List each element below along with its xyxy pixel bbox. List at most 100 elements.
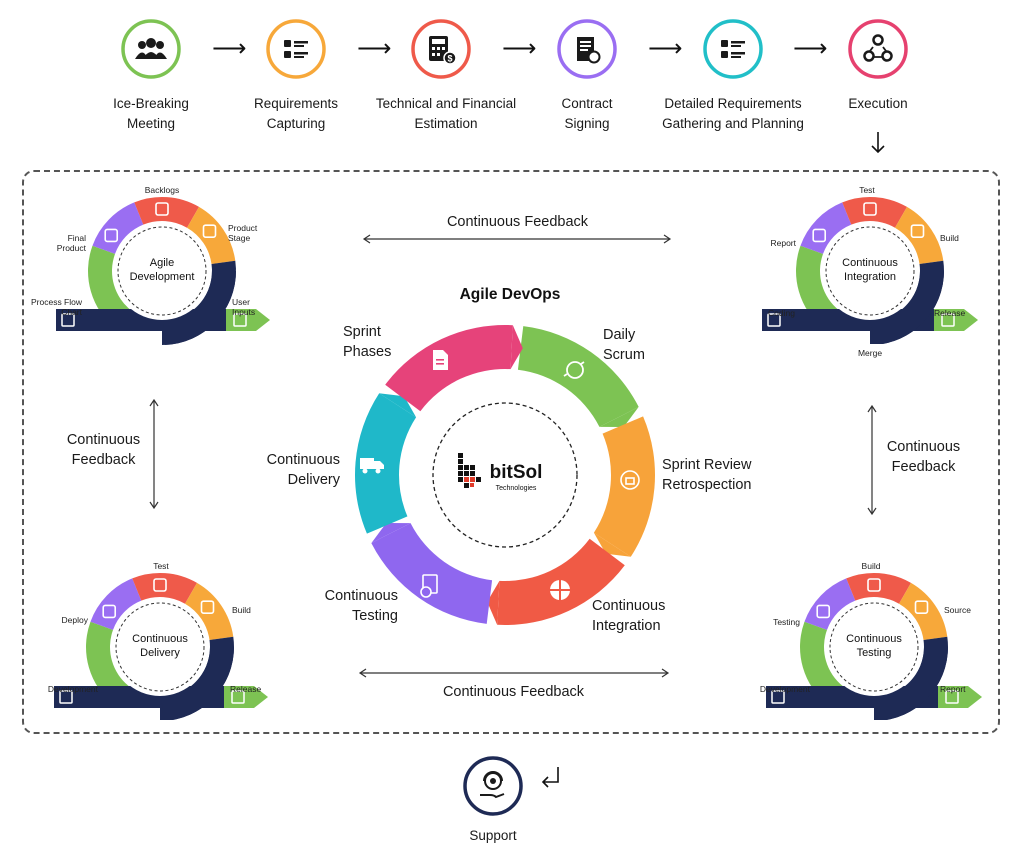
loop-inner-disc bbox=[113, 222, 211, 320]
wheel-segment-testing bbox=[371, 523, 493, 624]
calculator-icon: $ bbox=[411, 19, 471, 79]
loop-arc-orange bbox=[895, 206, 944, 265]
wheel-segment-delivery bbox=[355, 393, 417, 534]
loop-label-development: Development bbox=[759, 684, 810, 694]
loop-label-build: Build bbox=[232, 605, 251, 615]
loop-stage-icon bbox=[863, 202, 877, 216]
loop-label-source: Source bbox=[944, 605, 971, 615]
loop-stage-icon bbox=[200, 600, 215, 614]
right-arrow-icon: ⟶ bbox=[212, 34, 247, 62]
loop-stage-icon bbox=[102, 604, 117, 619]
loop-label-coding: Coding bbox=[768, 308, 795, 318]
loop-arc-green bbox=[86, 621, 130, 706]
wheel-segment-phases bbox=[385, 325, 513, 412]
step-requirements bbox=[265, 18, 327, 80]
loop-inner-disc bbox=[821, 222, 919, 320]
support-node bbox=[462, 755, 524, 817]
svg-text:$: $ bbox=[447, 54, 452, 64]
step-ice-breaking bbox=[120, 18, 182, 80]
loop-stage-icon bbox=[202, 224, 217, 238]
loop-stage-icon bbox=[155, 202, 169, 216]
logo-main-text: bitSol bbox=[490, 462, 543, 483]
review-chart-icon bbox=[620, 470, 640, 490]
loop-label-test: Test bbox=[153, 561, 169, 571]
loop-arc-red bbox=[846, 573, 911, 604]
loop-continuous-testing: Build Source Testing Development Report … bbox=[760, 560, 984, 721]
step-execution bbox=[847, 18, 909, 80]
loop-stage-icon bbox=[812, 228, 827, 243]
loop-start-icon bbox=[59, 690, 73, 704]
loop-arc-red bbox=[842, 197, 907, 228]
loop-stage-icon bbox=[153, 578, 167, 592]
loop-arc-red bbox=[132, 573, 197, 604]
right-arrow-icon: ⟶ bbox=[648, 34, 683, 62]
right-arrow-icon: ⟶ bbox=[793, 34, 828, 62]
contract-icon bbox=[557, 19, 617, 79]
testing-document-icon bbox=[420, 574, 438, 598]
step-detailed-requirements bbox=[702, 18, 764, 80]
wheel-inner-dashed-ring bbox=[432, 402, 578, 548]
loop-label-report: Report bbox=[940, 684, 966, 694]
right-arrow-icon: ⟶ bbox=[502, 34, 537, 62]
loop-arc-green bbox=[800, 621, 844, 706]
loop-label-release: Release bbox=[230, 684, 262, 694]
loop-dashed-ring bbox=[825, 226, 915, 316]
loop-stage-icon bbox=[867, 578, 881, 592]
loop-label-development: Development bbox=[47, 684, 98, 694]
wheel-segment-tip bbox=[510, 325, 523, 370]
loop-label-release: Release bbox=[934, 308, 966, 318]
team-icon bbox=[121, 19, 181, 79]
gears-icon bbox=[848, 19, 908, 79]
loop-end-icon bbox=[945, 690, 959, 704]
loop-inner-disc bbox=[111, 598, 209, 696]
wheel-title: Agile DevOps bbox=[459, 286, 561, 303]
loop-end-icon bbox=[231, 690, 245, 704]
loop-start-icon bbox=[771, 690, 785, 704]
loop-dashed-ring bbox=[829, 602, 919, 692]
feedback-label-top: Continuous Feedback bbox=[446, 214, 589, 230]
loop-dashed-ring bbox=[115, 602, 205, 692]
loop-label-deploy: Deploy bbox=[61, 615, 88, 625]
loop-end-icon bbox=[941, 313, 955, 327]
loop-end-icon bbox=[233, 313, 247, 327]
loop-arc-orange bbox=[185, 582, 234, 641]
loop-navy-curve bbox=[163, 271, 236, 345]
loop-navy-curve bbox=[161, 647, 234, 721]
checklist-icon bbox=[703, 19, 763, 79]
loop-navy-curve bbox=[871, 271, 944, 345]
delivery-truck-icon bbox=[360, 458, 384, 474]
loop-label-testing: Testing bbox=[773, 617, 800, 627]
scrum-cycle-icon bbox=[563, 361, 585, 379]
loop-navy-curve bbox=[875, 647, 948, 721]
loop-arc-green bbox=[796, 245, 840, 330]
step-estimation: $ bbox=[410, 18, 472, 80]
step-contract bbox=[556, 18, 618, 80]
agile-devops-wheel: bitSol Technologies bbox=[355, 325, 655, 625]
integration-puzzle-icon bbox=[550, 580, 570, 600]
loop-arc-orange bbox=[187, 206, 236, 265]
phases-document-icon bbox=[433, 350, 448, 370]
support-icon bbox=[463, 756, 523, 816]
loop-label-build: Build bbox=[940, 233, 959, 243]
loop-inner-disc bbox=[825, 598, 923, 696]
loop-label-test: Test bbox=[859, 185, 875, 195]
loop-label-report: Report bbox=[770, 238, 796, 248]
loop-label-backlogs: Backlogs bbox=[144, 185, 180, 195]
loop-continuous-delivery: Test Build Deploy Development Release Co… bbox=[48, 560, 272, 721]
wheel-segment-tip bbox=[487, 580, 500, 625]
